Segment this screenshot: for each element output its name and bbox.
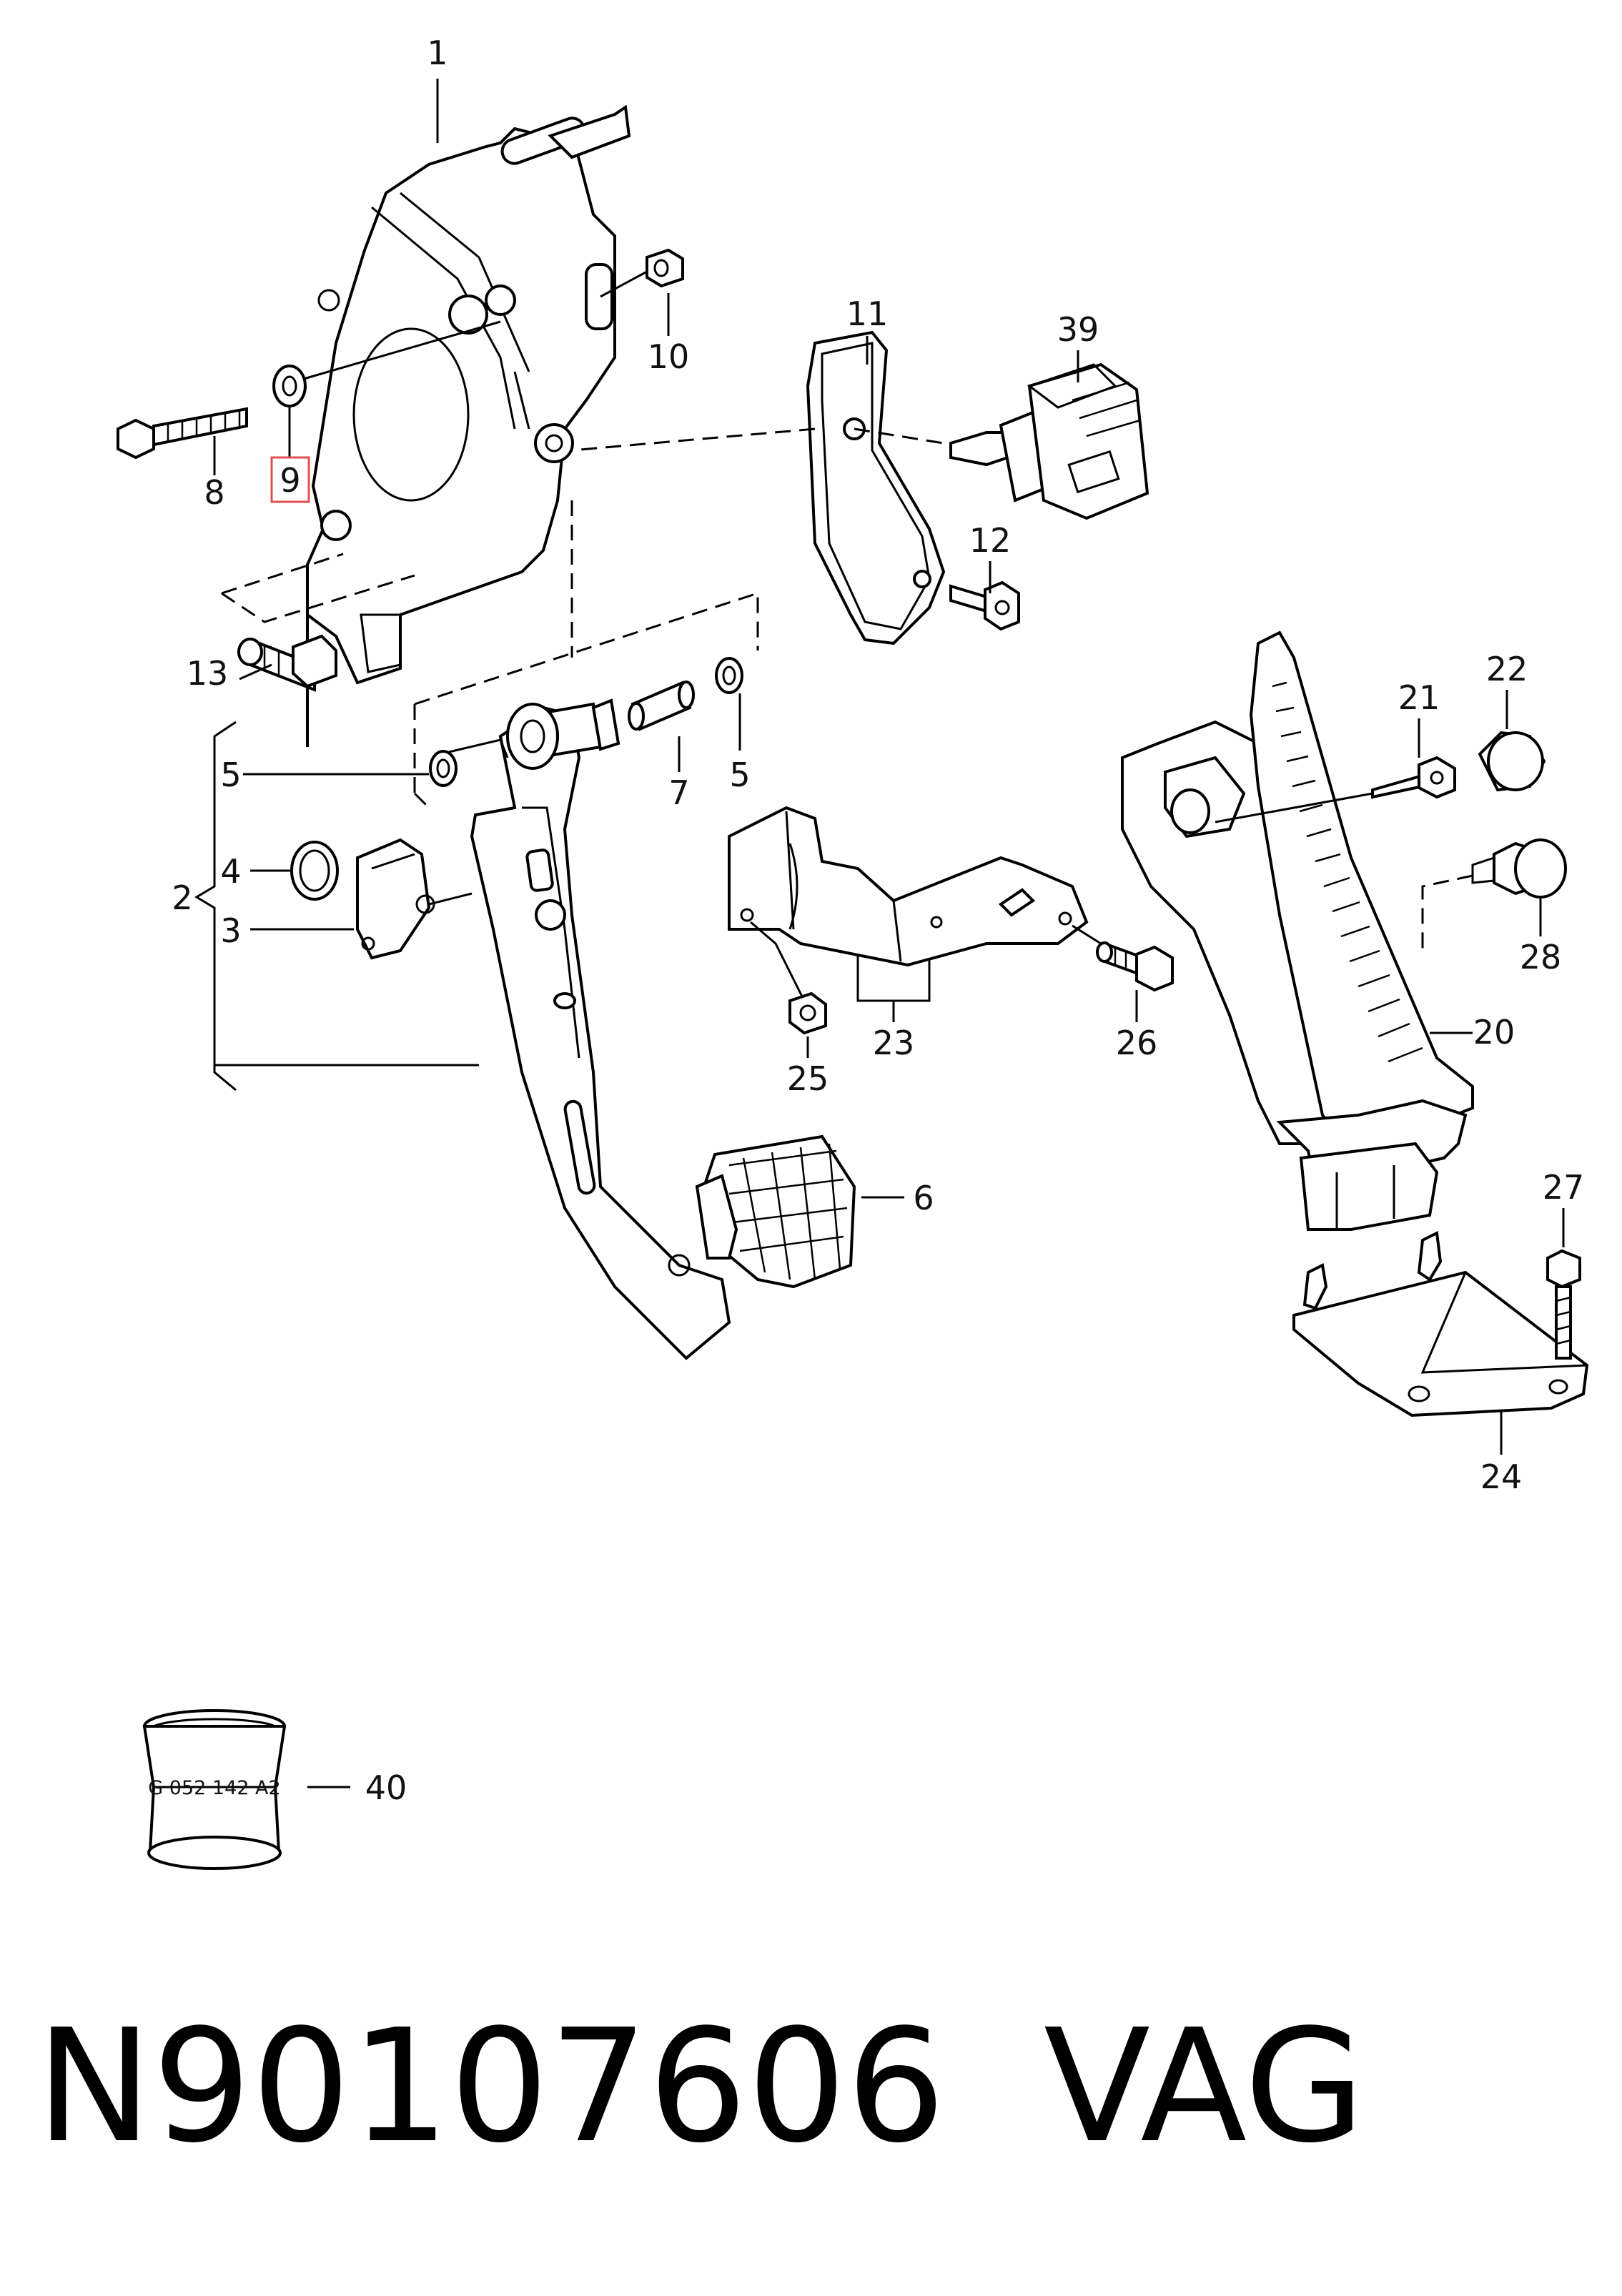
cap-part-28 (1471, 838, 1567, 899)
bolt-part-27 (1546, 1249, 1581, 1360)
accelerator-pedal-part-20 (1121, 630, 1474, 1231)
nut-part-25 (788, 991, 827, 1035)
bolt-part-8 (117, 407, 248, 460)
label-13: 13 (187, 654, 229, 693)
label-7: 7 (668, 773, 689, 812)
part-number: N90107606 (36, 1996, 946, 2177)
label-9: 9 (280, 461, 300, 500)
label-3: 3 (220, 911, 241, 950)
cap-part-22 (1478, 731, 1546, 792)
label-12: 12 (969, 521, 1012, 560)
sleeve-part-40 (142, 1709, 287, 1870)
label-4: 4 (220, 852, 241, 891)
stop-light-switch-part-39 (949, 362, 1149, 520)
label-10: 10 (648, 337, 690, 376)
screw-part-12 (949, 580, 1020, 631)
bushing-part-5b (715, 657, 743, 694)
switch-bracket-part-11 (806, 330, 946, 645)
sleeve-stamp-text: G 052 142 A2 (148, 1777, 280, 1799)
label-2: 2 (172, 879, 192, 917)
clutch-pedal-part-2 (470, 698, 731, 1360)
support-bracket-part-23 (728, 806, 1089, 967)
label-6: 6 (913, 1179, 934, 1217)
label-39: 39 (1057, 310, 1099, 349)
bushing-part-5a (429, 738, 509, 787)
label-1: 1 (427, 34, 447, 72)
label-22: 22 (1486, 650, 1528, 688)
label-20: 20 (1473, 1013, 1515, 1051)
sensor-part-3 (356, 838, 473, 960)
label-26: 26 (1116, 1024, 1158, 1062)
washer-part-9 (272, 365, 307, 407)
bolt-part-26 (1096, 941, 1174, 992)
highlight-box (270, 456, 310, 503)
label-8: 8 (204, 473, 224, 512)
label-21: 21 (1398, 678, 1440, 717)
manufacturer-name: VAG (1044, 1996, 1365, 2177)
o-ring-part-4 (290, 841, 339, 901)
label-11: 11 (846, 295, 889, 333)
label-27: 27 (1543, 1168, 1585, 1207)
label-25: 25 (787, 1059, 829, 1098)
label-28: 28 (1520, 938, 1562, 976)
label-5b: 5 (729, 756, 750, 794)
label-5a: 5 (220, 756, 241, 794)
label-24: 24 (1480, 1458, 1523, 1496)
base-plate-part-24 (1292, 1230, 1589, 1417)
pedal-bracket-part-1 (306, 104, 631, 747)
pedal-pad-part-6 (695, 1134, 856, 1289)
bolt-part-13 (237, 634, 337, 692)
label-40: 40 (365, 1768, 407, 1807)
nut-part-10 (646, 248, 684, 288)
sleeve-part-7 (628, 681, 695, 731)
screw-part-21 (1371, 756, 1456, 799)
label-23: 23 (873, 1024, 915, 1062)
